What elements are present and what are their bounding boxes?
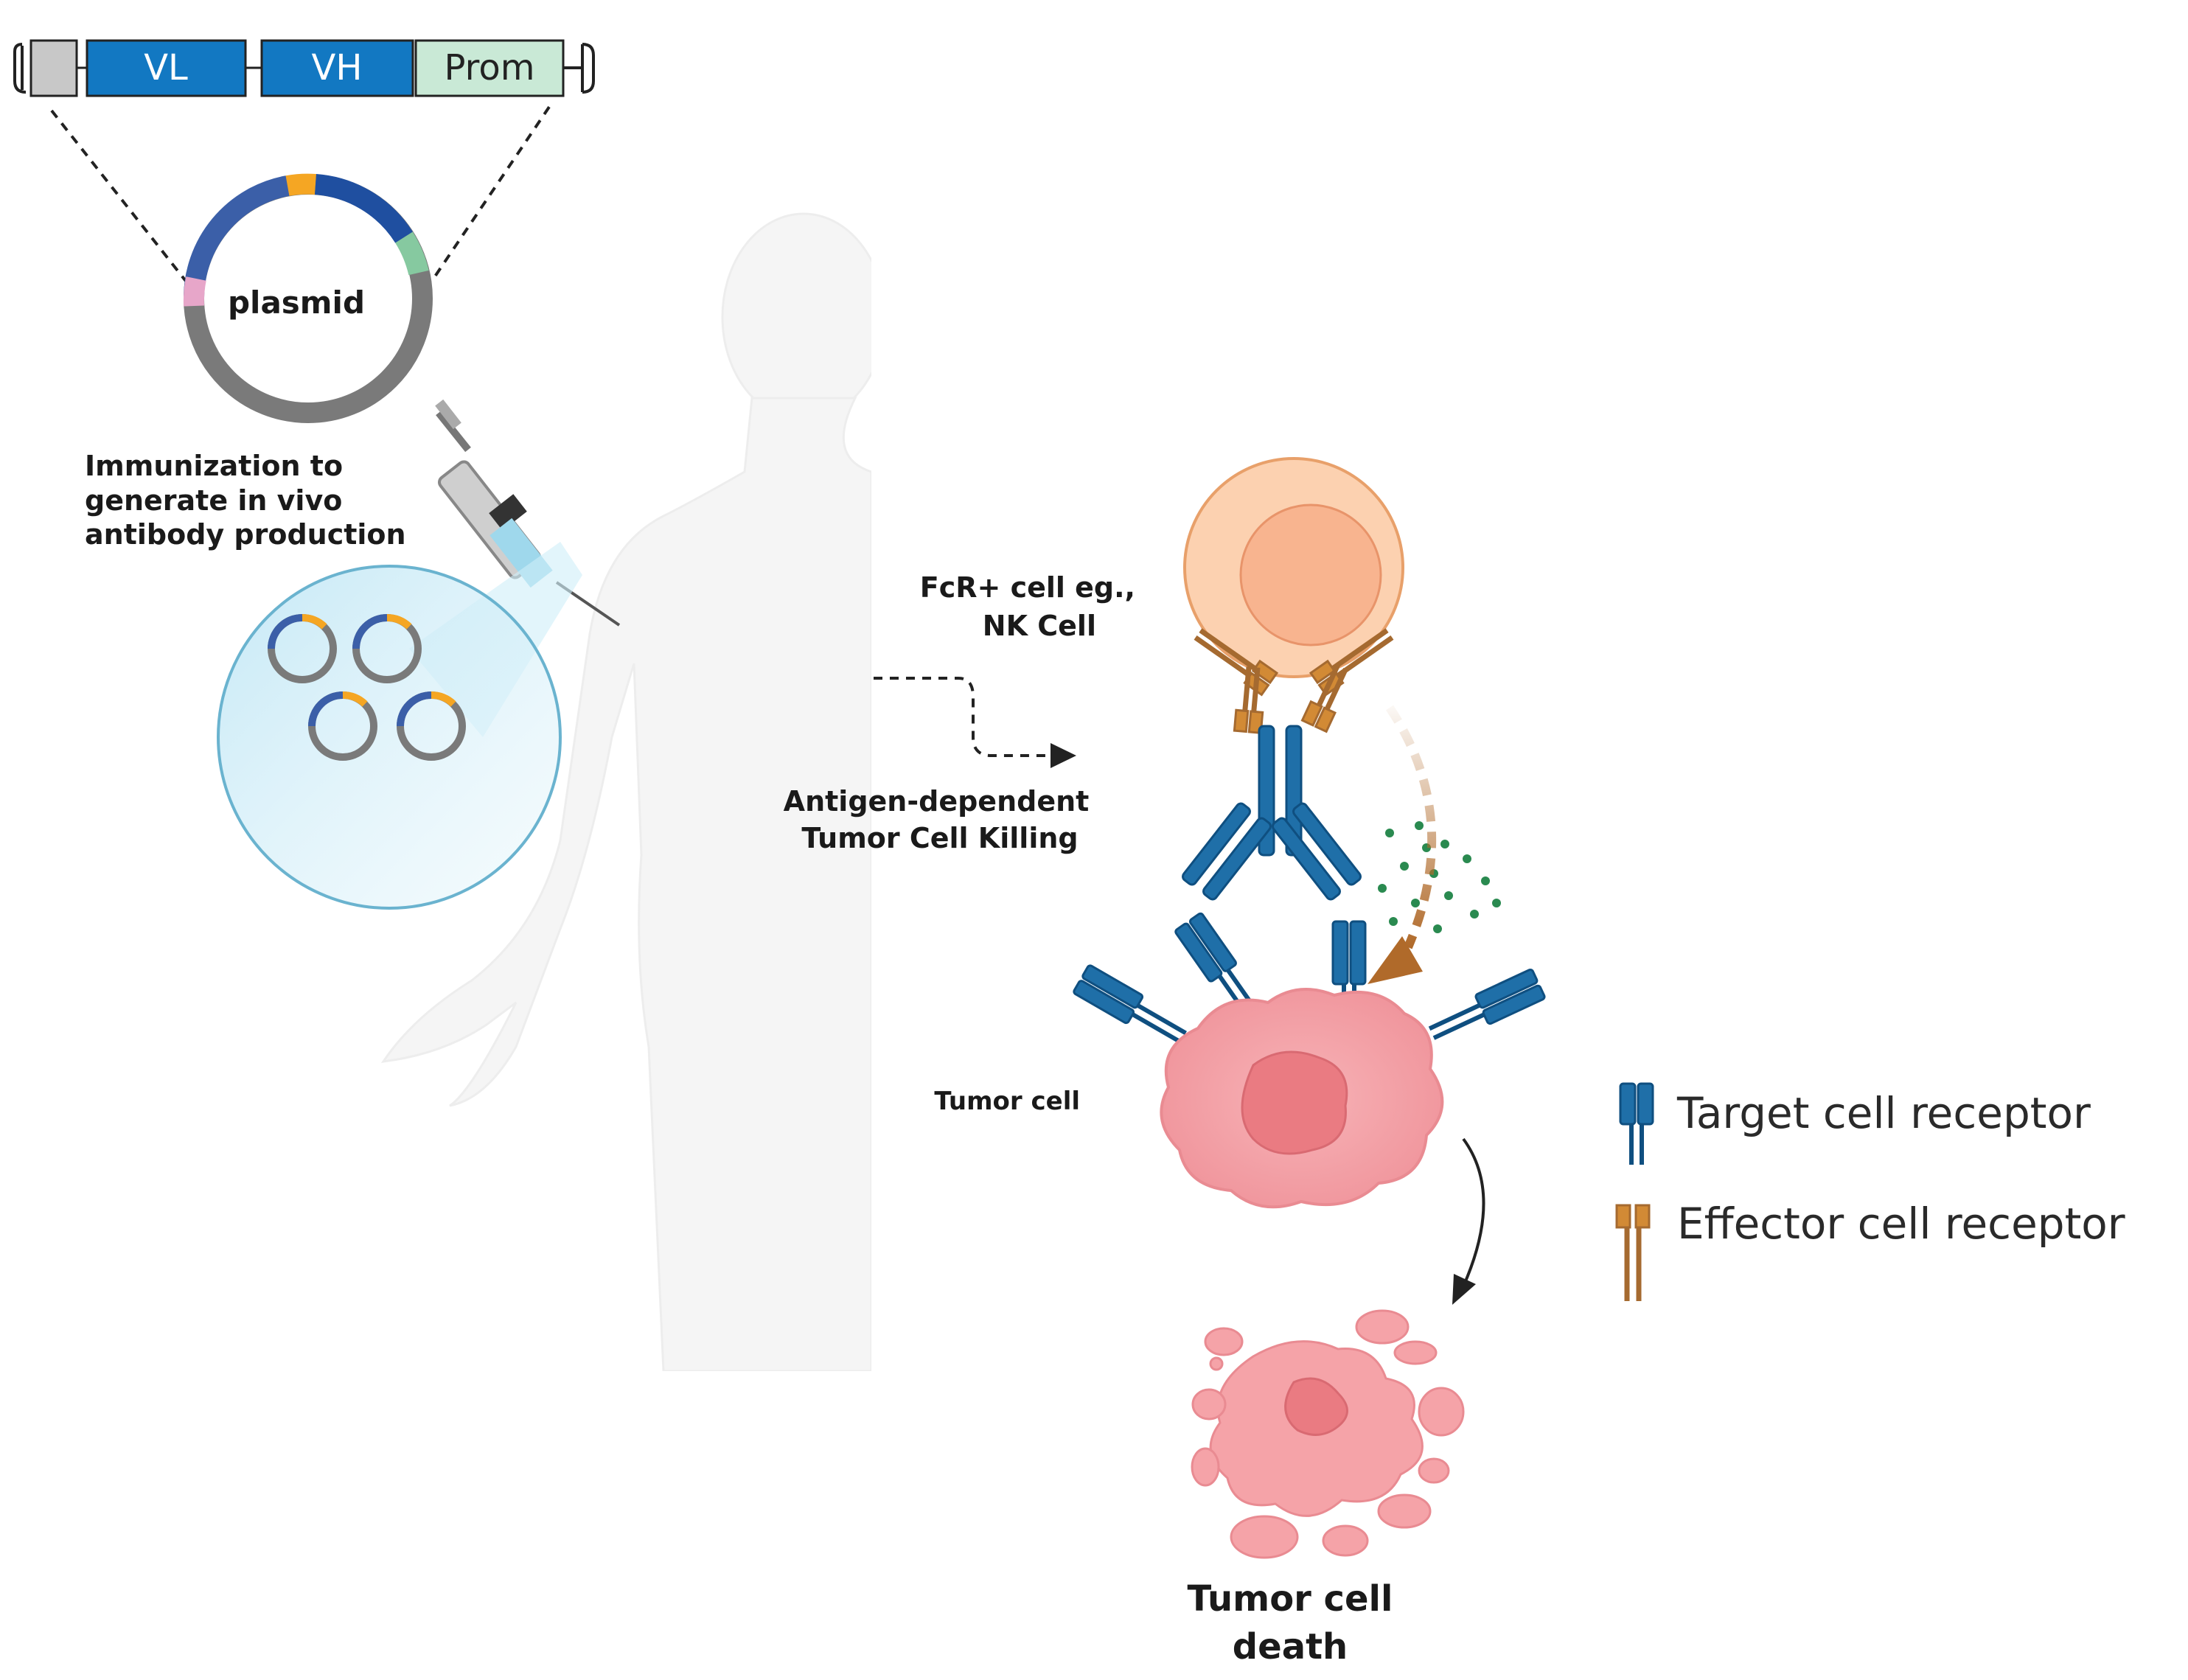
target-receptor-icon — [1073, 964, 1187, 1045]
immunization-line-1: Immunization to — [85, 450, 343, 482]
target-receptor-icon — [1428, 968, 1546, 1040]
death-arrow — [1462, 1137, 1485, 1287]
tumor-death-line-2: death — [1233, 1626, 1348, 1667]
effector-line-2: NK Cell — [983, 610, 1096, 642]
small-plasmid-icon — [397, 691, 466, 761]
tumor-fragments — [1191, 1309, 1465, 1559]
effector-receptors-on-nk — [1194, 628, 1394, 734]
effector-receptor-icon — [1300, 663, 1348, 733]
construct-vl-label: VL — [144, 47, 188, 88]
construct-vh-segment — [260, 39, 414, 97]
death-arrowhead — [1452, 1274, 1476, 1305]
tumor-cell-nucleus — [1241, 1050, 1348, 1155]
nk-cell-nucleus — [1239, 503, 1382, 646]
antibody — [1182, 725, 1362, 901]
process-line-1: Antigen-dependent — [784, 785, 1090, 818]
target-receptors-on-tumor — [1073, 912, 1546, 1045]
small-plasmid-icon — [352, 614, 422, 683]
construct-left-cap — [13, 43, 27, 94]
cytotoxic-granules — [1378, 821, 1501, 933]
immunization-line-2: generate in vivo — [85, 484, 342, 517]
tumor-death-line-1: Tumor cell — [1188, 1578, 1393, 1620]
construct-vh-label: VH — [312, 47, 363, 88]
plasmid-label: plasmid — [228, 285, 365, 321]
target-receptor-icon — [1619, 1082, 1654, 1165]
zoom-bubble — [217, 565, 562, 910]
cytotoxic-arrow — [1386, 705, 1437, 949]
nk-cell — [1183, 457, 1404, 678]
construct-prom-segment — [414, 39, 565, 97]
cytotoxic-arrowhead — [1368, 936, 1423, 984]
human-body-silhouette — [380, 212, 871, 1371]
construct-vl-segment — [86, 39, 247, 97]
immunization-line-3: antibody production — [85, 518, 406, 551]
tumor-fragment-nucleus — [1284, 1377, 1348, 1436]
effector-receptor-icon — [1615, 1204, 1651, 1301]
small-plasmid-group — [268, 614, 466, 761]
small-plasmid-icon — [268, 614, 337, 683]
plasmid-ring — [183, 173, 433, 423]
construct-prom-label: Prom — [445, 47, 535, 88]
tumor-cell — [1160, 988, 1444, 1209]
dna-construct: VL VH Prom — [13, 39, 595, 97]
legend-target-label: Target cell receptor — [1676, 1088, 2091, 1138]
tumor-cell-label: Tumor cell — [934, 1087, 1080, 1116]
process-arrowhead — [1051, 743, 1076, 768]
small-plasmid-icon — [308, 691, 377, 761]
legend: Target cell receptor Effector cell recep… — [1615, 1082, 2125, 1301]
effector-line-1: FcR+ cell eg., — [920, 571, 1135, 604]
process-arrow — [874, 677, 1054, 757]
construct-right-cap — [563, 43, 595, 94]
construct-gray-segment — [29, 39, 78, 97]
process-line-2: Tumor Cell Killing — [801, 822, 1078, 854]
legend-effector-label: Effector cell receptor — [1677, 1199, 2125, 1249]
zoom-line-left — [50, 109, 189, 285]
zoom-line-right — [433, 105, 551, 278]
